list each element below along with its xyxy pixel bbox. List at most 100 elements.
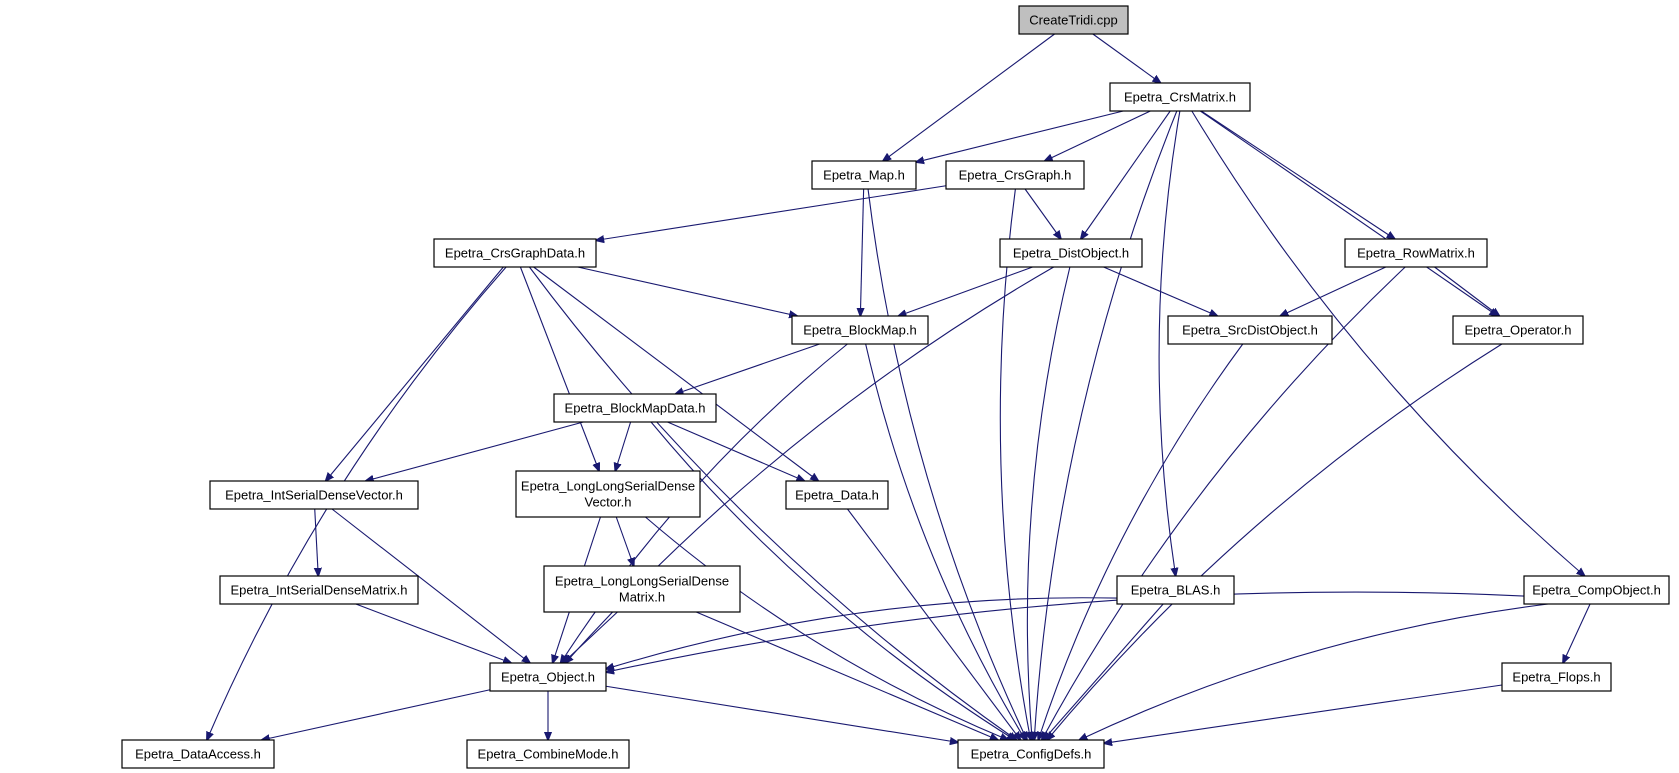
- node-distobject[interactable]: Epetra_DistObject.h: [999, 238, 1143, 268]
- edge-crsmatrix-to-rowmatrix: [1200, 110, 1395, 239]
- node-box-data: [785, 480, 889, 510]
- node-box-compobject: [1523, 575, 1670, 605]
- node-box-map: [811, 160, 917, 190]
- edge-rowmatrix-to-configdefs: [1042, 266, 1406, 740]
- edge-distobject-to-srcdistobject: [1103, 266, 1218, 316]
- node-intserialdensematrix[interactable]: Epetra_IntSerialDenseMatrix.h: [219, 575, 419, 605]
- node-intserialdensevector[interactable]: Epetra_IntSerialDenseVector.h: [209, 480, 419, 510]
- edge-crsgraph-to-configdefs: [999, 188, 1030, 740]
- edge-crsmatrix-to-distobject: [1081, 110, 1171, 239]
- node-crsmatrix[interactable]: Epetra_CrsMatrix.h: [1109, 82, 1251, 112]
- node-compobject[interactable]: Epetra_CompObject.h: [1523, 575, 1670, 605]
- edge-crsmatrix-to-configdefs: [1034, 110, 1178, 740]
- edge-crsgraphdata-to-data: [533, 266, 819, 481]
- node-map[interactable]: Epetra_Map.h: [811, 160, 917, 190]
- node-data[interactable]: Epetra_Data.h: [785, 480, 889, 510]
- edge-distobject-to-blockmap: [898, 266, 1033, 316]
- edge-blockmapdata-to-data: [667, 421, 805, 481]
- edge-blockmap-to-configdefs: [865, 343, 1026, 740]
- node-box-operator: [1452, 315, 1584, 345]
- edges-layer: [207, 33, 1591, 743]
- node-flops[interactable]: Epetra_Flops.h: [1501, 662, 1612, 692]
- node-label-crsgraphdata: Epetra_CrsGraphData.h: [445, 246, 585, 261]
- node-label-compobject: Epetra_CompObject.h: [1532, 583, 1661, 598]
- node-blockmapdata[interactable]: Epetra_BlockMapData.h: [553, 393, 717, 423]
- edge-map-to-blockmap: [860, 188, 863, 316]
- edge-distobject-to-configdefs: [1026, 266, 1071, 740]
- edge-crsgraph-to-crsgraphdata: [596, 185, 947, 241]
- node-label-blockmap: Epetra_BlockMap.h: [803, 323, 916, 338]
- node-label-intserialdensevector: Epetra_IntSerialDenseVector.h: [225, 488, 403, 503]
- edge-blas-to-object: [606, 597, 1118, 669]
- edge-data-to-configdefs: [847, 508, 1020, 740]
- edge-blockmap-to-blockmapdata: [675, 343, 820, 394]
- node-label-dataaccess: Epetra_DataAccess.h: [135, 747, 261, 762]
- node-crsgraph[interactable]: Epetra_CrsGraph.h: [945, 160, 1085, 190]
- node-label-flops: Epetra_Flops.h: [1512, 670, 1600, 685]
- edge-crsmatrix-to-operator: [1199, 110, 1497, 316]
- edge-crsgraph-to-distobject: [1024, 188, 1061, 239]
- edge-blockmapdata-to-longlongvector: [615, 421, 632, 471]
- node-object[interactable]: Epetra_Object.h: [489, 662, 607, 692]
- node-label-distobject: Epetra_DistObject.h: [1013, 246, 1129, 261]
- node-box-createtridi: [1018, 5, 1129, 35]
- node-label-data: Epetra_Data.h: [795, 488, 879, 503]
- edge-compobject-to-configdefs: [1079, 603, 1549, 740]
- nodes-layer: CreateTridi.cppEpetra_CrsMatrix.hEpetra_…: [121, 5, 1670, 769]
- edge-longlongmatrix-to-object: [563, 611, 618, 663]
- node-box-blockmap: [791, 315, 929, 345]
- edge-crsmatrix-to-map: [916, 110, 1124, 162]
- edge-crsgraphdata-to-configdefs: [528, 266, 1016, 740]
- node-createtridi[interactable]: CreateTridi.cpp: [1018, 5, 1129, 35]
- node-box-dataaccess: [121, 739, 275, 769]
- node-box-flops: [1501, 662, 1612, 692]
- node-label-srcdistobject: Epetra_SrcDistObject.h: [1182, 323, 1318, 338]
- edge-srcdistobject-to-configdefs: [1038, 343, 1244, 740]
- node-combinemode[interactable]: Epetra_CombineMode.h: [466, 739, 630, 769]
- node-label-operator: Epetra_Operator.h: [1465, 323, 1572, 338]
- edge-blockmapdata-to-intserialdensevector: [366, 421, 584, 481]
- node-blockmap[interactable]: Epetra_BlockMap.h: [791, 315, 929, 345]
- node-dataaccess[interactable]: Epetra_DataAccess.h: [121, 739, 275, 769]
- edge-compobject-to-object: [606, 591, 1525, 672]
- node-label-longlongmatrix: Matrix.h: [619, 590, 665, 605]
- edge-crsgraphdata-to-intserialdensevector: [326, 266, 504, 481]
- node-box-object: [489, 662, 607, 692]
- edge-crsgraphdata-to-blockmap: [577, 266, 798, 316]
- node-box-distobject: [999, 238, 1143, 268]
- node-label-longlongvector: Epetra_LongLongSerialDense: [521, 479, 695, 494]
- edge-flops-to-configdefs: [1104, 684, 1503, 743]
- node-label-object: Epetra_Object.h: [501, 670, 595, 685]
- node-operator[interactable]: Epetra_Operator.h: [1452, 315, 1584, 345]
- edge-longlongvector-to-longlongmatrix: [615, 516, 634, 566]
- node-box-srcdistobject: [1167, 315, 1333, 345]
- node-box-intserialdensevector: [209, 480, 419, 510]
- node-blas[interactable]: Epetra_BLAS.h: [1116, 575, 1235, 605]
- node-rowmatrix[interactable]: Epetra_RowMatrix.h: [1344, 238, 1488, 268]
- node-box-blas: [1116, 575, 1235, 605]
- node-box-crsgraph: [945, 160, 1085, 190]
- node-srcdistobject[interactable]: Epetra_SrcDistObject.h: [1167, 315, 1333, 345]
- node-label-longlongvector: Vector.h: [585, 495, 632, 510]
- edge-compobject-to-flops: [1563, 603, 1591, 663]
- edge-operator-to-configdefs: [1047, 343, 1503, 740]
- edge-crsgraphdata-to-longlongvector: [519, 266, 599, 471]
- edge-createtridi-to-map: [883, 33, 1055, 161]
- edge-intserialdensevector-to-object: [331, 508, 530, 663]
- edge-rowmatrix-to-operator: [1434, 266, 1500, 316]
- node-box-longlongvector: [515, 470, 701, 518]
- node-label-configdefs: Epetra_ConfigDefs.h: [971, 747, 1092, 762]
- edge-object-to-dataaccess: [262, 689, 491, 740]
- node-box-longlongmatrix: [543, 565, 741, 613]
- node-label-blockmapdata: Epetra_BlockMapData.h: [565, 401, 706, 416]
- node-crsgraphdata[interactable]: Epetra_CrsGraphData.h: [433, 238, 597, 268]
- edge-intserialdensevector-to-intserialdensematrix: [315, 508, 319, 576]
- edge-crsmatrix-to-blas: [1158, 110, 1181, 576]
- node-label-intserialdensematrix: Epetra_IntSerialDenseMatrix.h: [230, 583, 407, 598]
- node-label-map: Epetra_Map.h: [823, 168, 905, 183]
- node-label-crsgraph: Epetra_CrsGraph.h: [959, 168, 1072, 183]
- node-configdefs[interactable]: Epetra_ConfigDefs.h: [957, 739, 1105, 769]
- edge-crsmatrix-to-crsgraph: [1045, 110, 1151, 161]
